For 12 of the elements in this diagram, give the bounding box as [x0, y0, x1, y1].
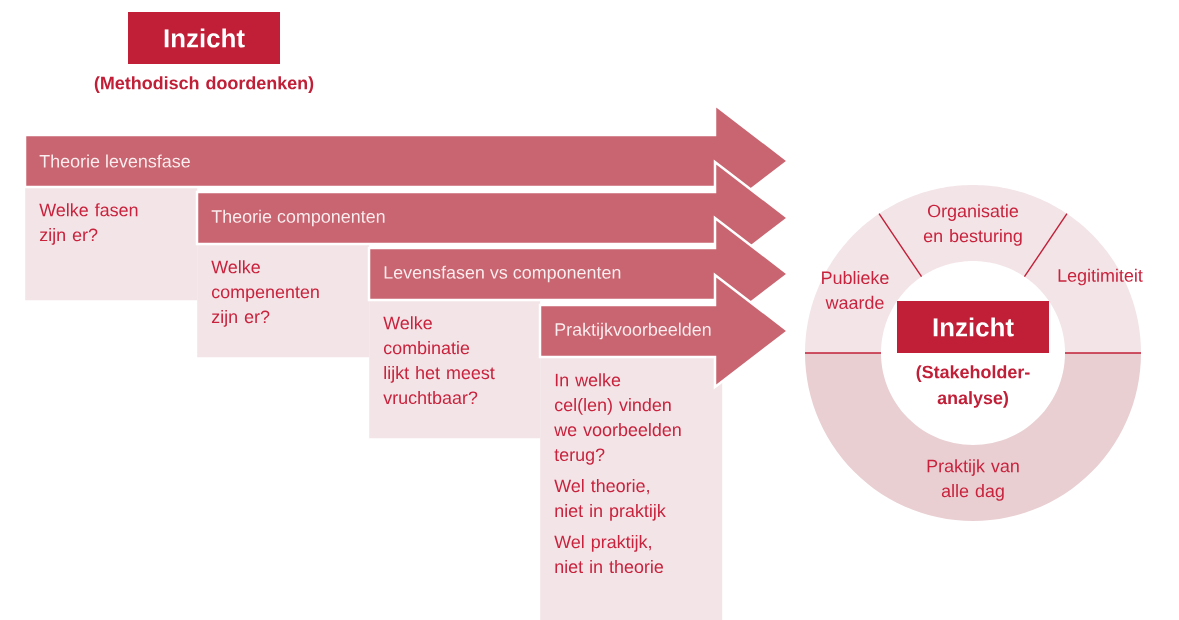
question-panel: Welke fasen zijn er? — [25, 187, 198, 301]
center-box: Inzicht — [897, 301, 1049, 353]
title-box: Inzicht — [128, 12, 280, 64]
node-label: Welke combinatie lijkt het meest vruchtbaar? — [383, 316, 495, 405]
question-panel: Welke combinatie lijkt het meest vruchtbaar? — [369, 300, 541, 439]
subtitle: (Methodisch doordenken) — [94, 76, 314, 93]
question-panel: Welke compenenten zijn er? — [197, 244, 370, 358]
question-panel: In welke cel(len) vinden we voorbeelden terug? Wel theorie, niet in praktijk Wel praktijk, niet in theorie — [540, 357, 723, 620]
subtitle: (Stakeholder-analyse) — [916, 365, 1030, 408]
ring-segment: Legitimiteit — [1024, 213, 1143, 353]
node-label: Organisatie en besturing — [923, 204, 1022, 246]
ring-segment: Publieke waarde — [805, 213, 922, 353]
